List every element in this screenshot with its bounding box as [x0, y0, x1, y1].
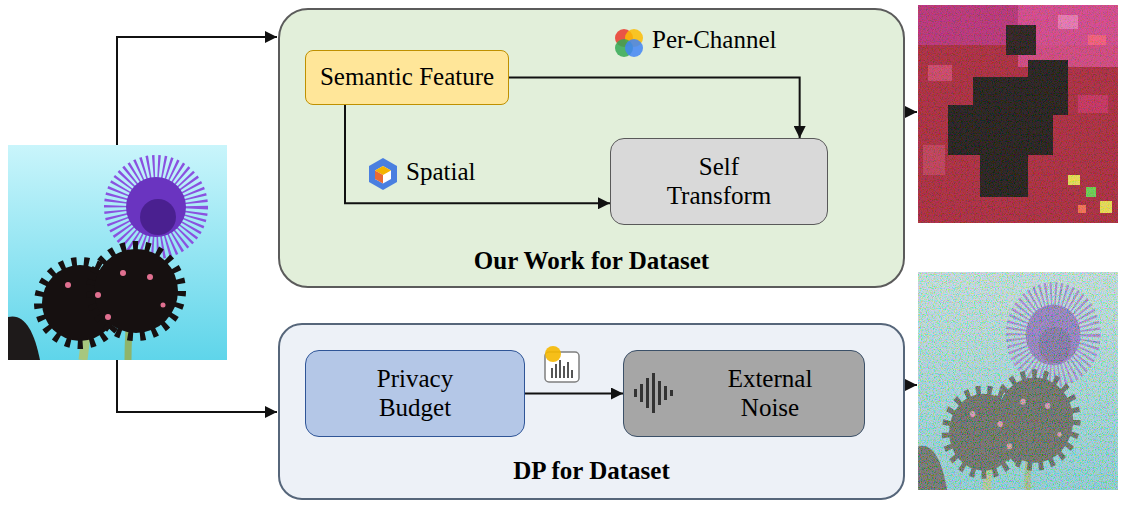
budget-icon — [542, 346, 582, 386]
box-label: DP for Dataset — [513, 457, 669, 486]
budget-icon — [545, 346, 579, 382]
flow-arrow — [509, 78, 800, 139]
box-label: Semantic Feature — [320, 63, 494, 92]
box-label: Our Work for Dataset — [474, 247, 709, 276]
box-label: Privacy Budget — [377, 365, 453, 423]
edge-label-holder: Spatial — [406, 158, 475, 187]
edge-label: Spatial — [406, 158, 475, 187]
noise-icon — [634, 373, 673, 413]
edge-label: Per-Channel — [652, 26, 776, 55]
process-box: Privacy Budget — [305, 350, 525, 437]
noise-icon — [632, 372, 678, 414]
channel-icon — [615, 29, 643, 57]
input-image — [8, 145, 227, 360]
input-arrow — [117, 360, 277, 412]
channel-icon — [612, 26, 646, 60]
spatial-icon — [369, 158, 397, 190]
output-arrow — [905, 111, 917, 113]
flow-arrow — [525, 393, 623, 395]
box-label: Self Transform — [667, 153, 772, 211]
edge-label-holder: Per-Channel — [652, 26, 776, 55]
process-box: External Noise — [623, 350, 865, 437]
method-panel: Our Work for Dataset Semantic FeatureSelf… — [278, 8, 905, 288]
process-box: Semantic Feature — [305, 50, 509, 105]
method-panel: DP for Dataset Privacy Budget External Noi… — [278, 323, 905, 500]
noisy-image — [918, 272, 1118, 490]
input-arrow — [117, 37, 277, 145]
transformed-image — [918, 5, 1118, 223]
box-label: External Noise — [728, 365, 813, 423]
process-box: Self Transform — [610, 138, 828, 225]
flow-arrow — [345, 105, 610, 203]
spatial-icon — [366, 157, 400, 191]
output-arrow — [905, 384, 917, 386]
